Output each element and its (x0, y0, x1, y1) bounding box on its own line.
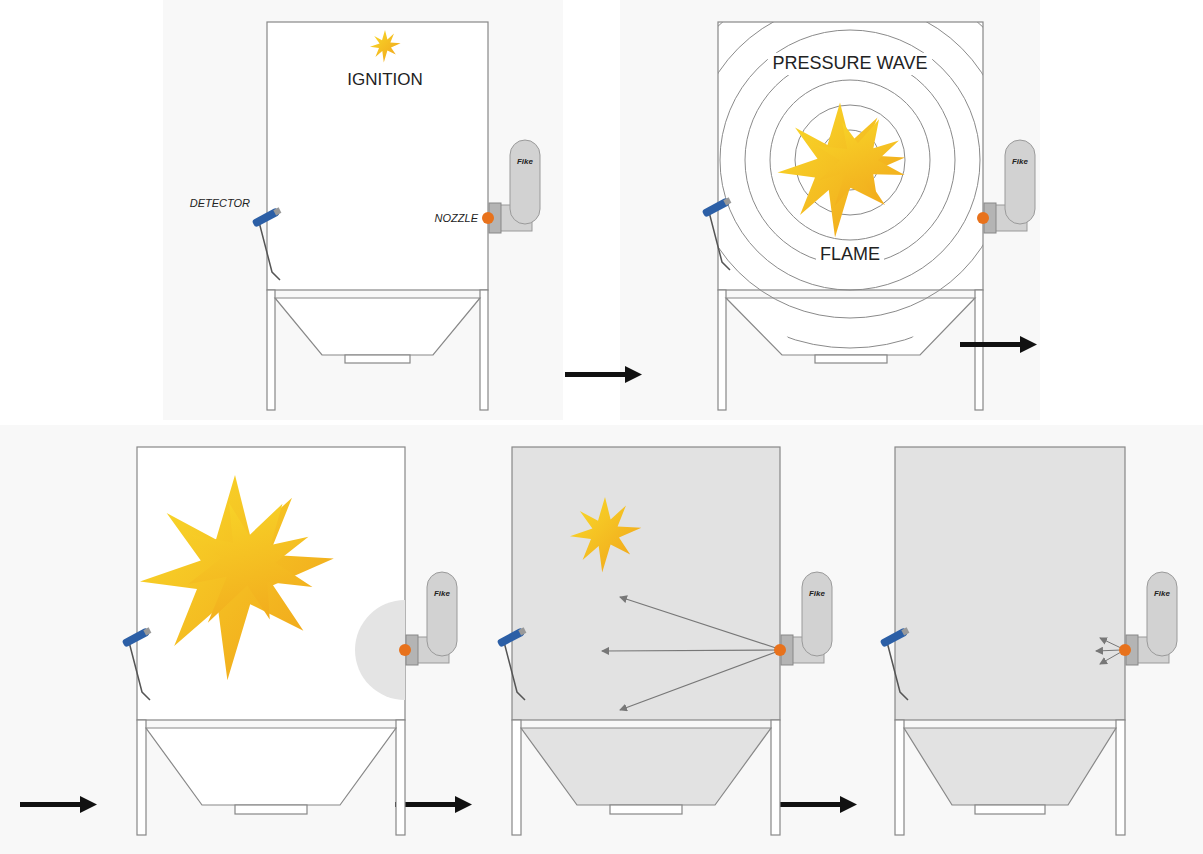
brand-mark: Fike (434, 590, 450, 599)
part-name: NOZZLE (435, 212, 478, 224)
brand-mark: Fike (1012, 158, 1028, 167)
brand-mark: Fike (1154, 590, 1170, 599)
brand-mark: Fike (809, 590, 825, 599)
stage-label: IGNITION (347, 71, 423, 90)
stage-label: FLAME (816, 244, 884, 266)
part-name: DETECTOR (190, 197, 250, 209)
stage-label: PRESSURE WAVE (768, 53, 931, 75)
brand-mark: Fike (517, 158, 533, 167)
